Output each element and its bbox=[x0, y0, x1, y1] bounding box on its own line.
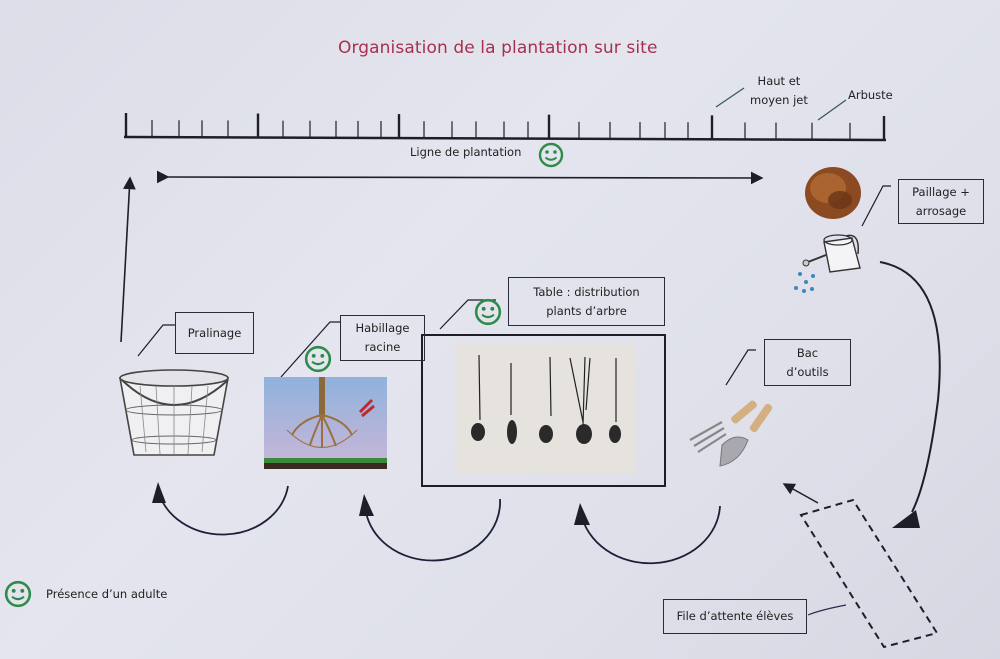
smiley-icon bbox=[304, 345, 332, 373]
table-frame bbox=[421, 334, 666, 487]
box-mulch: Paillage + arrosage bbox=[898, 179, 984, 224]
arrow-queue-to-tools bbox=[782, 483, 819, 504]
label-table-2: plants d’arbre bbox=[546, 303, 627, 318]
arrow-to-queue-head bbox=[892, 510, 920, 528]
label-high-medium: Haut et moyen jet bbox=[750, 72, 808, 110]
cycle-arrowhead-1 bbox=[152, 482, 166, 503]
label-high-line1: Haut et bbox=[757, 74, 801, 88]
label-mulch-1: Paillage + bbox=[912, 184, 970, 199]
leader-mulch bbox=[861, 185, 891, 227]
cycle-arrowhead-3 bbox=[574, 503, 590, 525]
label-planting-line: Ligne de plantation bbox=[410, 145, 522, 159]
smiley-icon bbox=[474, 298, 502, 326]
mulch-icon bbox=[805, 167, 861, 219]
root-pruning-image bbox=[264, 377, 387, 469]
leader-shrub bbox=[817, 99, 847, 121]
arrow-to-line bbox=[120, 176, 136, 343]
box-tools: Bac d’outils bbox=[764, 339, 851, 386]
cycle-arrowhead-2 bbox=[359, 494, 374, 516]
legend: Présence d’un adulte bbox=[4, 580, 167, 608]
queue-area bbox=[799, 498, 939, 649]
planting-line-arrow bbox=[156, 170, 764, 185]
box-habillage: Habillage racine bbox=[340, 315, 425, 361]
garden-tools-icon bbox=[689, 400, 773, 467]
cycle-arrow-3 bbox=[580, 505, 721, 565]
label-mulch-2: arrosage bbox=[915, 203, 967, 218]
label-pralinage: Pralinage bbox=[187, 325, 242, 340]
label-high-line2: moyen jet bbox=[750, 93, 808, 107]
bucket-icon bbox=[119, 369, 229, 456]
saplings-image bbox=[455, 343, 635, 473]
label-table-1: Table : distribution bbox=[533, 284, 640, 299]
label-habillage-2: racine bbox=[364, 340, 401, 354]
planting-ruler bbox=[123, 113, 887, 142]
smiley-icon bbox=[4, 580, 32, 608]
label-tools-2: d’outils bbox=[786, 364, 829, 379]
leader-tools bbox=[725, 349, 756, 386]
label-queue: File d’attente élèves bbox=[676, 609, 794, 623]
smiley-icon bbox=[538, 142, 564, 168]
label-shrub: Arbuste bbox=[848, 88, 893, 102]
leader-pralinage bbox=[137, 324, 176, 357]
cycle-arrow-2 bbox=[364, 498, 501, 562]
legend-label: Présence d’un adulte bbox=[46, 587, 168, 601]
page-title: Organisation de la plantation sur site bbox=[338, 38, 658, 58]
watering-can-icon bbox=[794, 234, 861, 293]
ruler-baseline bbox=[123, 135, 887, 142]
leader-high bbox=[715, 87, 745, 108]
leader-habillage bbox=[280, 321, 341, 378]
arrow-to-queue bbox=[879, 261, 941, 513]
label-habillage-1: Habillage bbox=[355, 321, 410, 335]
box-pralinage: Pralinage bbox=[175, 312, 254, 354]
cycle-arrow-1 bbox=[157, 485, 289, 536]
leader-queue bbox=[807, 604, 847, 616]
box-queue: File d’attente élèves bbox=[663, 599, 807, 634]
box-table: Table : distribution plants d’arbre bbox=[508, 277, 665, 326]
label-tools-1: Bac bbox=[796, 345, 819, 360]
